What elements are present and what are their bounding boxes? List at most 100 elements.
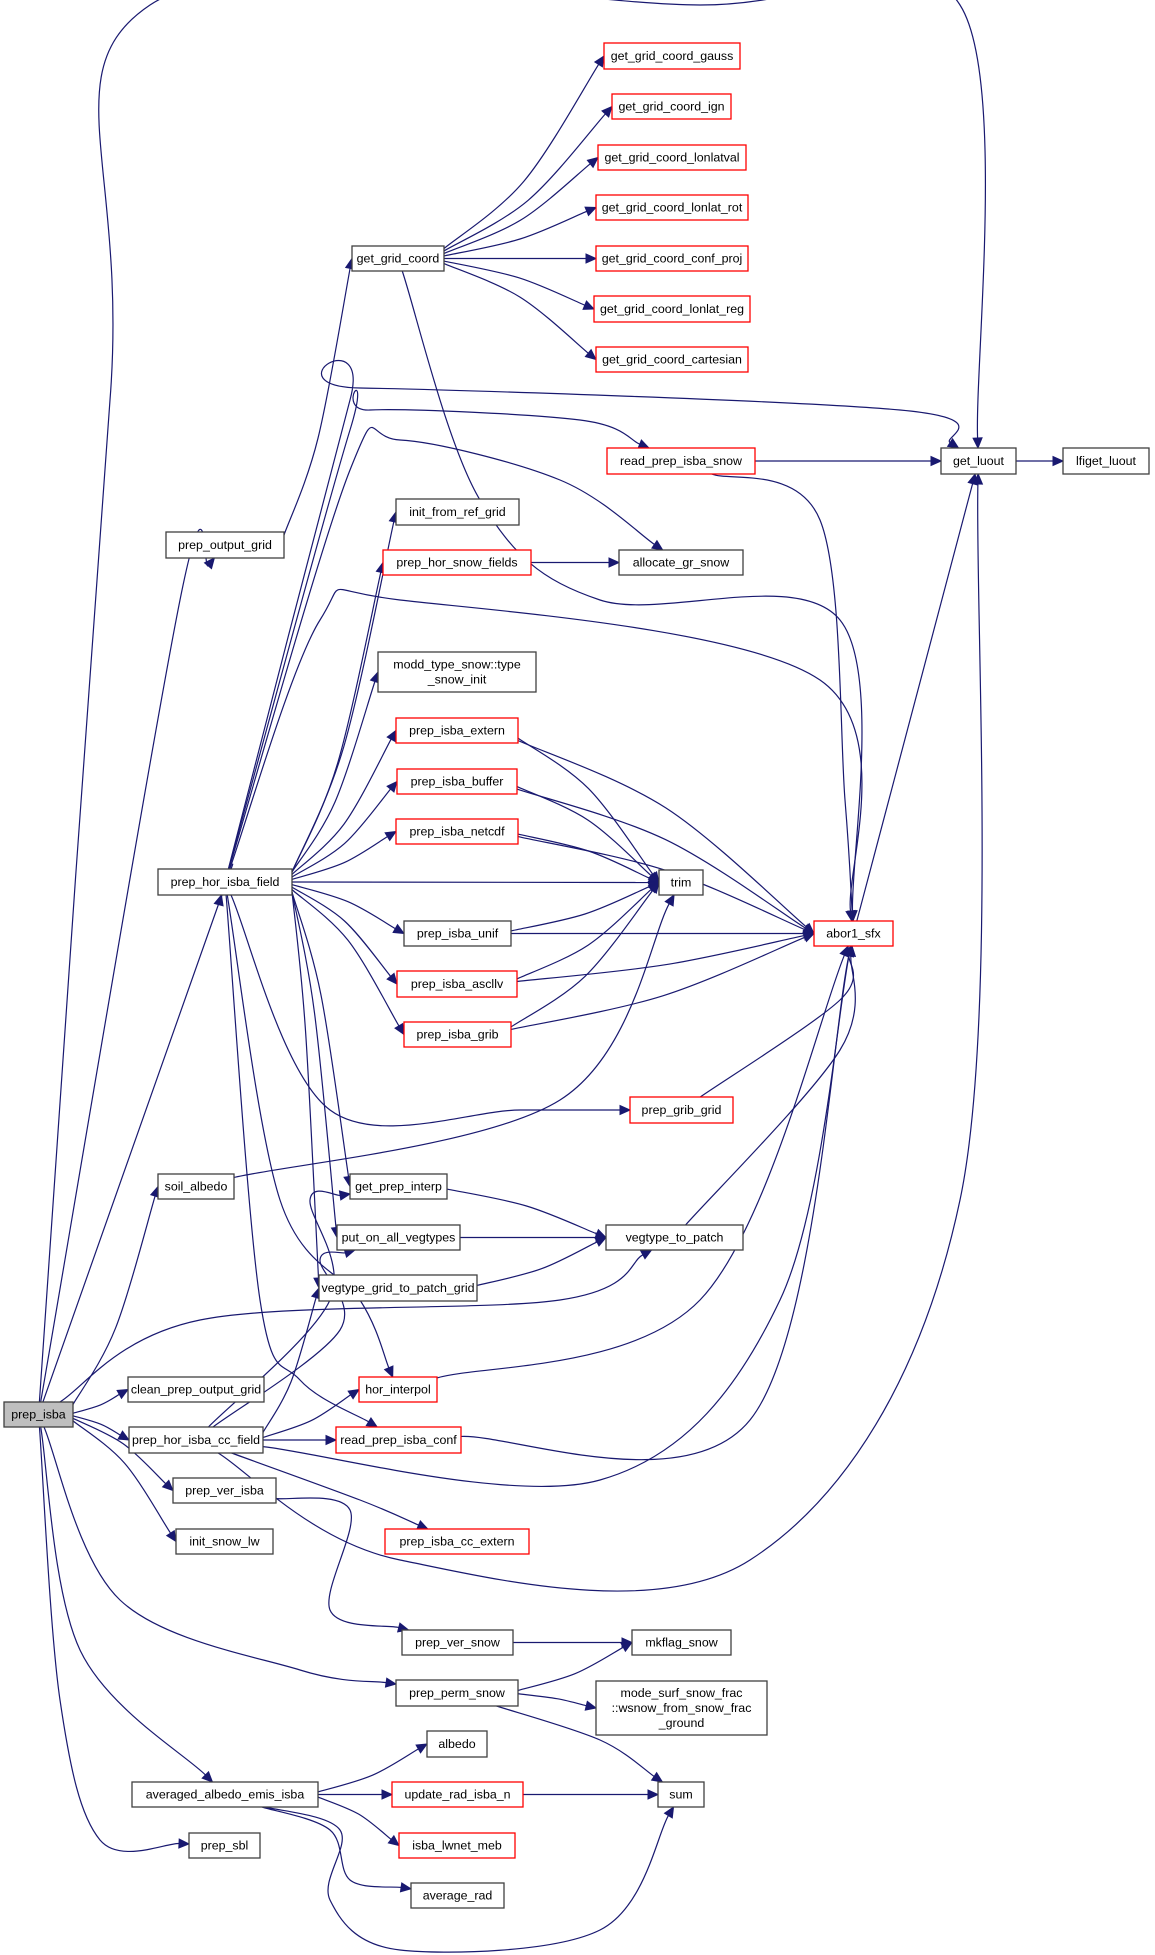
node-put-on-all-vegtypes[interactable]: put_on_all_vegtypes	[336, 1224, 461, 1251]
node-prep-isba-ascllv[interactable]: prep_isba_ascllv	[396, 970, 518, 998]
node-get-luout[interactable]: get_luout	[940, 447, 1017, 475]
node-label: prep_sbl	[201, 1839, 249, 1853]
node-label: init_from_ref_grid	[409, 505, 506, 519]
node-label: get_luout	[953, 454, 1005, 468]
node-trim[interactable]: trim	[658, 869, 704, 896]
node-prep-isba-extern[interactable]: prep_isba_extern	[395, 717, 519, 744]
node-lfiget-luout[interactable]: lfiget_luout	[1062, 447, 1150, 475]
node-prep-isba-buffer[interactable]: prep_isba_buffer	[396, 768, 518, 795]
edge-get_grid_coord-to-get_grid_coord_lonlatval	[443, 163, 591, 255]
node-get-grid-coord-lonlatval[interactable]: get_grid_coord_lonlatval	[597, 144, 747, 171]
node-get-grid-coord-lonlat-reg[interactable]: get_grid_coord_lonlat_reg	[593, 295, 751, 323]
node-get-grid-coord[interactable]: get_grid_coord	[351, 245, 445, 272]
edge-prep_isba_extern-to-abor1_sfx	[517, 739, 807, 928]
node-hor-interpol[interactable]: hor_interpol	[358, 1376, 438, 1403]
edge-prep_isba-to-averaged_albedo_emis_isba	[40, 1426, 206, 1776]
node-prep-isba-unif[interactable]: prep_isba_unif	[403, 920, 512, 947]
node-label: averaged_albedo_emis_isba	[146, 1788, 305, 1802]
node-box	[395, 717, 519, 744]
node-prep-hor-snow-fields[interactable]: prep_hor_snow_fields	[382, 549, 532, 576]
edge-averaged_albedo_emis_isba-to-albedo	[317, 1748, 419, 1793]
node-init-snow-lw[interactable]: init_snow_lw	[175, 1528, 274, 1555]
node-mode-surf-snow-frac[interactable]: mode_surf_snow_frac::wsnow_from_snow_fra…	[595, 1680, 768, 1736]
node-label: prep_ver_snow	[415, 1636, 500, 1650]
arrowhead-icon	[586, 156, 599, 169]
node-box	[351, 245, 445, 272]
edge-prep_isba_unif-to-trim	[510, 885, 651, 932]
node-prep-isba-grib[interactable]: prep_isba_grib	[403, 1021, 512, 1048]
node-prep-ver-snow[interactable]: prep_ver_snow	[401, 1629, 514, 1656]
arrowhead-icon	[347, 1388, 361, 1400]
arrowhead-icon	[584, 206, 598, 217]
node-isba-lwnet-meb[interactable]: isba_lwnet_meb	[398, 1832, 516, 1859]
node-box	[426, 1730, 488, 1758]
edge-prep_hor_isba_field-to-modd_type_snow	[291, 681, 376, 873]
arrowhead-icon	[394, 1022, 405, 1036]
node-soil-albedo[interactable]: soil_albedo	[157, 1173, 235, 1200]
node-prep-hor-isba-cc-field[interactable]: prep_hor_isba_cc_field	[128, 1426, 264, 1454]
node-sum[interactable]: sum	[657, 1781, 705, 1808]
node-get-grid-coord-ign[interactable]: get_grid_coord_ign	[611, 93, 732, 120]
edges-layer	[38, 0, 1065, 1953]
arrowhead-icon	[116, 1388, 130, 1400]
arrowhead-icon	[594, 1236, 608, 1247]
node-averaged-albedo-emis-isba[interactable]: averaged_albedo_emis_isba	[131, 1781, 319, 1808]
node-modd-type-snow[interactable]: modd_type_snow::type_snow_init	[377, 651, 537, 693]
edge-prep_isba-to-prep_output_grid	[40, 528, 209, 1403]
node-init-from-ref-grid[interactable]: init_from_ref_grid	[395, 498, 520, 526]
node-mkflag-snow[interactable]: mkflag_snow	[631, 1629, 732, 1656]
node-box	[629, 1096, 734, 1124]
node-prep-isba-netcdf[interactable]: prep_isba_netcdf	[395, 818, 519, 845]
edge-abor1_sfx-to-get_luout	[856, 483, 974, 922]
node-get-grid-coord-conf-proj[interactable]: get_grid_coord_conf_proj	[595, 245, 749, 272]
edge-hor_interpol-to-abor1_sfx	[436, 954, 845, 1379]
node-label: get_grid_coord	[357, 252, 440, 266]
node-prep-output-grid[interactable]: prep_output_grid	[165, 531, 285, 559]
node-label: prep_isba_extern	[409, 724, 505, 738]
edge-prep_isba-to-prep_perm_snow	[43, 1426, 387, 1684]
node-box	[940, 447, 1017, 475]
node-box	[631, 1629, 732, 1656]
edge-prep_isba-to-soil_albedo	[72, 1195, 156, 1405]
node-vegtype-to-patch[interactable]: vegtype_to_patch	[605, 1224, 744, 1251]
edge-prep_hor_isba_cc_field-to-get_luout	[217, 483, 983, 1592]
node-read-prep-isba-snow[interactable]: read_prep_isba_snow	[606, 447, 756, 475]
edge-vegtype_to_patch-to-abor1_sfx	[685, 955, 856, 1226]
node-get-prep-interp[interactable]: get_prep_interp	[349, 1173, 448, 1200]
node-get-grid-coord-cartesian[interactable]: get_grid_coord_cartesian	[595, 346, 749, 373]
arrowhead-icon	[843, 944, 855, 958]
node-albedo[interactable]: albedo	[426, 1730, 488, 1758]
node-box	[595, 194, 749, 221]
node-box	[618, 549, 744, 576]
node-prep-hor-isba-field[interactable]: prep_hor_isba_field	[157, 868, 293, 896]
arrowhead-icon	[399, 1882, 413, 1893]
arrowhead-icon	[386, 780, 398, 793]
arrowhead-icon	[365, 1417, 379, 1428]
arrowhead-icon	[415, 1743, 429, 1754]
node-get-grid-coord-lonlat-rot[interactable]: get_grid_coord_lonlat_rot	[595, 194, 749, 221]
node-read-prep-isba-conf[interactable]: read_prep_isba_conf	[335, 1426, 462, 1454]
node-update-rad-isba-n[interactable]: update_rad_isba_n	[391, 1781, 524, 1808]
node-label: prep_isba_ascllv	[411, 977, 504, 991]
edge-prep_hor_isba_cc_field-to-prep_isba_cc_extern	[231, 1452, 419, 1526]
edge-prep_isba_extern-to-trim	[517, 737, 654, 875]
edge-vegtype_grid_to_patch_grid-to-vegtype_to_patch	[476, 1241, 598, 1287]
node-label: get_prep_interp	[355, 1180, 442, 1194]
node-allocate-gr-snow[interactable]: allocate_gr_snow	[618, 549, 744, 576]
node-prep-sbl[interactable]: prep_sbl	[188, 1832, 261, 1859]
edge-prep_hor_isba_field-to-prep_isba_extern	[291, 738, 392, 875]
node-clean-prep-output-grid[interactable]: clean_prep_output_grid	[127, 1376, 265, 1403]
node-box	[593, 295, 751, 323]
node-get-grid-coord-gauss[interactable]: get_grid_coord_gauss	[603, 42, 741, 70]
node-prep-perm-snow[interactable]: prep_perm_snow	[395, 1679, 519, 1707]
node-prep-grib-grid[interactable]: prep_grib_grid	[629, 1096, 734, 1124]
node-prep-ver-isba[interactable]: prep_ver_isba	[172, 1477, 277, 1504]
edge-prep_isba-to-prep_ver_isba	[72, 1417, 167, 1485]
node-label: read_prep_isba_conf	[340, 1433, 457, 1447]
node-abor1-sfx[interactable]: abor1_sfx	[813, 920, 894, 947]
node-vegtype-grid-to-patch-grid[interactable]: vegtype_grid_to_patch_grid	[318, 1274, 478, 1302]
node-average-rad[interactable]: average_rad	[410, 1882, 505, 1909]
node-label: prep_output_grid	[178, 538, 272, 552]
node-prep-isba-cc-extern[interactable]: prep_isba_cc_extern	[384, 1528, 530, 1555]
arrowhead-icon	[213, 893, 224, 907]
